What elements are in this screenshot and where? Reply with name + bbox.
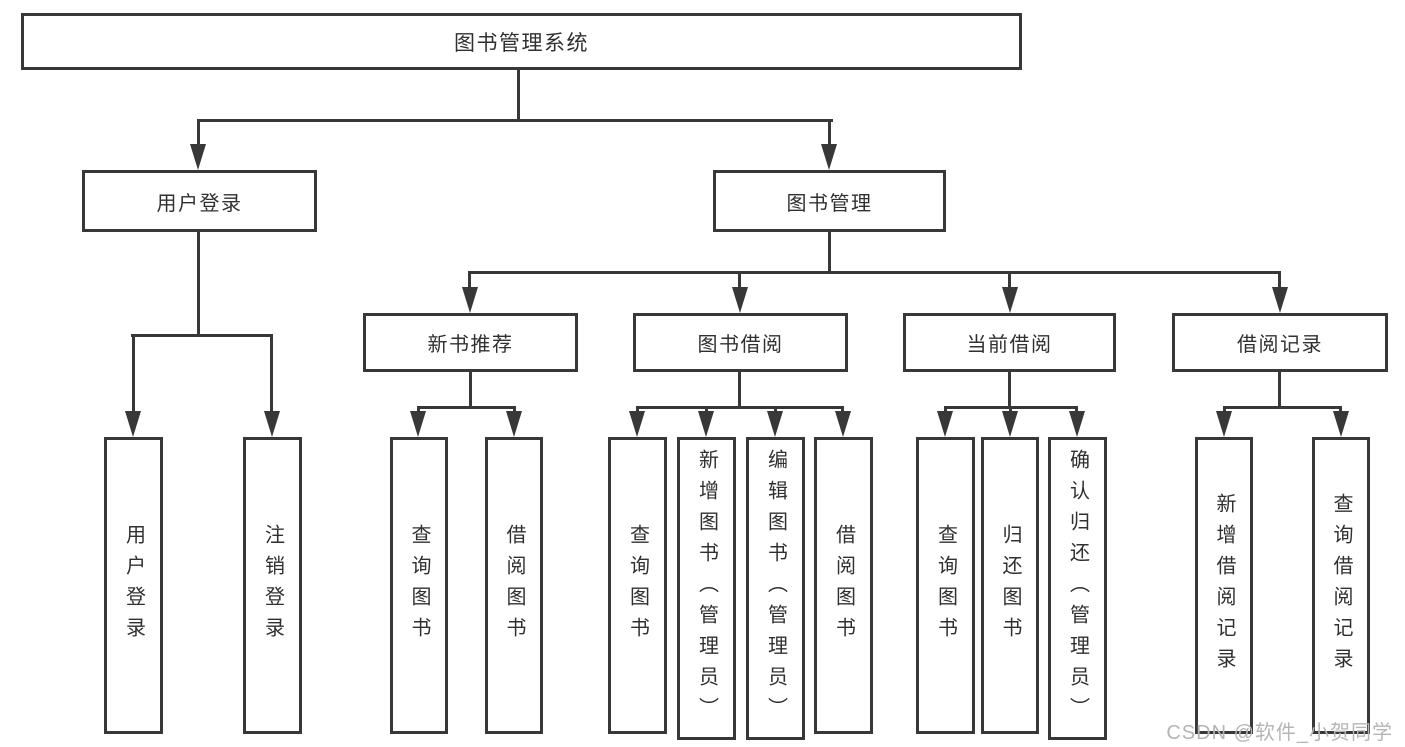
arrowhead-user-login — [190, 144, 206, 170]
leaf-cb-query-books: 查询图书 — [916, 437, 975, 734]
connector-new-book-stem — [469, 371, 472, 409]
arrowhead-cb-return — [1002, 411, 1018, 437]
connector-book-mgmt-branch — [468, 271, 1281, 274]
arrowhead-nb-query — [410, 411, 426, 437]
arrowhead-br-query — [1333, 411, 1349, 437]
connector-book-borrow-branch — [636, 406, 844, 409]
leaf-nb-borrow-books: 借阅图书 — [485, 437, 543, 734]
connector-current-borrow-drop — [1008, 271, 1011, 288]
node-new-book-recommend: 新书推荐 — [363, 313, 578, 372]
node-borrow-records-label: 借阅记录 — [1237, 334, 1323, 356]
leaf-br-query-record-label: 查询借阅记录 — [1330, 492, 1352, 679]
leaf-bb-add-books-admin: 新增图书（管理员） — [677, 437, 736, 740]
connector-book-mgmt-drop — [828, 119, 831, 145]
csdn-watermark: CSDN @软件_小贺同学 — [1166, 722, 1393, 744]
leaf-user-login-label: 用户登录 — [122, 523, 145, 648]
connector-br-query-drop — [1339, 406, 1342, 413]
leaf-logout: 注销登录 — [243, 437, 302, 734]
node-book-management-label: 图书管理 — [786, 192, 873, 215]
node-current-borrow-label: 当前借阅 — [966, 334, 1053, 356]
connector-nb-borrow-drop — [513, 406, 516, 413]
connector-user-login-drop — [197, 119, 200, 145]
arrowhead-br-add — [1216, 411, 1232, 437]
leaf-cb-confirm-return-admin-label: 确认归还（管理员） — [1066, 449, 1089, 728]
connector-leaf-logout-drop — [270, 334, 273, 412]
node-current-borrow: 当前借阅 — [903, 313, 1116, 372]
connector-root-stem — [517, 69, 520, 120]
leaf-br-add-record-label: 新增借阅记录 — [1213, 492, 1235, 679]
leaf-bb-borrow-books-label: 借阅图书 — [832, 523, 855, 648]
connector-cb-query-drop — [944, 406, 947, 413]
arrowhead-bb-add — [698, 411, 714, 437]
arrowhead-book-borrow — [732, 287, 748, 313]
connector-book-borrow-stem — [738, 371, 741, 409]
connector-current-borrow-stem — [1008, 371, 1011, 409]
connector-nb-query-drop — [417, 406, 420, 413]
leaf-user-login: 用户登录 — [104, 437, 163, 734]
connector-new-book-drop — [468, 271, 471, 288]
arrowhead-leaf-login — [125, 411, 141, 437]
node-book-management: 图书管理 — [713, 170, 946, 232]
arrowhead-bb-borrow — [835, 411, 851, 437]
connector-user-login-branch — [131, 334, 273, 337]
leaf-cb-confirm-return-admin: 确认归还（管理员） — [1048, 437, 1107, 740]
connector-borrow-records-branch — [1223, 406, 1342, 409]
connector-borrow-records-drop — [1278, 271, 1281, 288]
arrowhead-bb-query — [629, 411, 645, 437]
arrowhead-book-mgmt — [821, 144, 837, 170]
leaf-cb-return-books-label: 归还图书 — [999, 523, 1021, 648]
connector-bb-add-drop — [705, 406, 708, 413]
leaf-br-query-record: 查询借阅记录 — [1312, 437, 1370, 734]
node-new-book-recommend-label: 新书推荐 — [427, 334, 514, 356]
arrowhead-cb-query — [937, 411, 953, 437]
leaf-bb-edit-books-admin-label: 编辑图书（管理员） — [764, 449, 787, 728]
node-book-borrow: 图书借阅 — [633, 313, 848, 372]
connector-borrow-records-stem — [1278, 371, 1281, 409]
connector-bb-edit-drop — [774, 406, 777, 413]
arrowhead-cb-confirm — [1069, 411, 1085, 437]
node-borrow-records: 借阅记录 — [1172, 313, 1388, 372]
arrowhead-borrow-records — [1272, 287, 1288, 313]
leaf-bb-edit-books-admin: 编辑图书（管理员） — [746, 437, 805, 740]
connector-user-login-stem — [197, 231, 200, 336]
arrowhead-nb-borrow — [506, 411, 522, 437]
connector-book-borrow-drop — [738, 271, 741, 288]
node-book-borrow-label: 图书借阅 — [697, 334, 784, 356]
leaf-bb-add-books-admin-label: 新增图书（管理员） — [695, 449, 718, 728]
connector-cb-return-drop — [1009, 406, 1012, 413]
connector-book-mgmt-stem — [828, 231, 831, 273]
leaf-bb-borrow-books: 借阅图书 — [814, 437, 873, 734]
node-root: 图书管理系统 — [21, 13, 1022, 70]
connector-leaf-login-drop — [132, 334, 135, 412]
connector-root-branch — [197, 119, 833, 122]
connector-cb-confirm-drop — [1075, 406, 1078, 413]
node-root-label: 图书管理系统 — [454, 31, 589, 55]
connector-bb-borrow-drop — [841, 406, 844, 413]
arrowhead-current-borrow — [1002, 287, 1018, 313]
leaf-nb-query-books: 查询图书 — [390, 437, 448, 734]
arrowhead-bb-edit — [767, 411, 783, 437]
connector-new-book-branch — [417, 406, 516, 409]
node-user-login: 用户登录 — [82, 170, 317, 232]
leaf-nb-borrow-books-label: 借阅图书 — [503, 523, 525, 648]
leaf-cb-query-books-label: 查询图书 — [934, 523, 957, 648]
connector-br-add-drop — [1223, 406, 1226, 413]
leaf-br-add-record: 新增借阅记录 — [1195, 437, 1253, 734]
leaf-nb-query-books-label: 查询图书 — [408, 523, 430, 648]
leaf-logout-label: 注销登录 — [261, 523, 284, 648]
node-user-login-label: 用户登录 — [156, 192, 243, 215]
leaf-bb-query-books: 查询图书 — [608, 437, 667, 734]
leaf-cb-return-books: 归还图书 — [981, 437, 1039, 734]
arrowhead-new-book — [462, 287, 478, 313]
leaf-bb-query-books-label: 查询图书 — [626, 523, 649, 648]
arrowhead-leaf-logout — [264, 411, 280, 437]
connector-bb-query-drop — [636, 406, 639, 413]
